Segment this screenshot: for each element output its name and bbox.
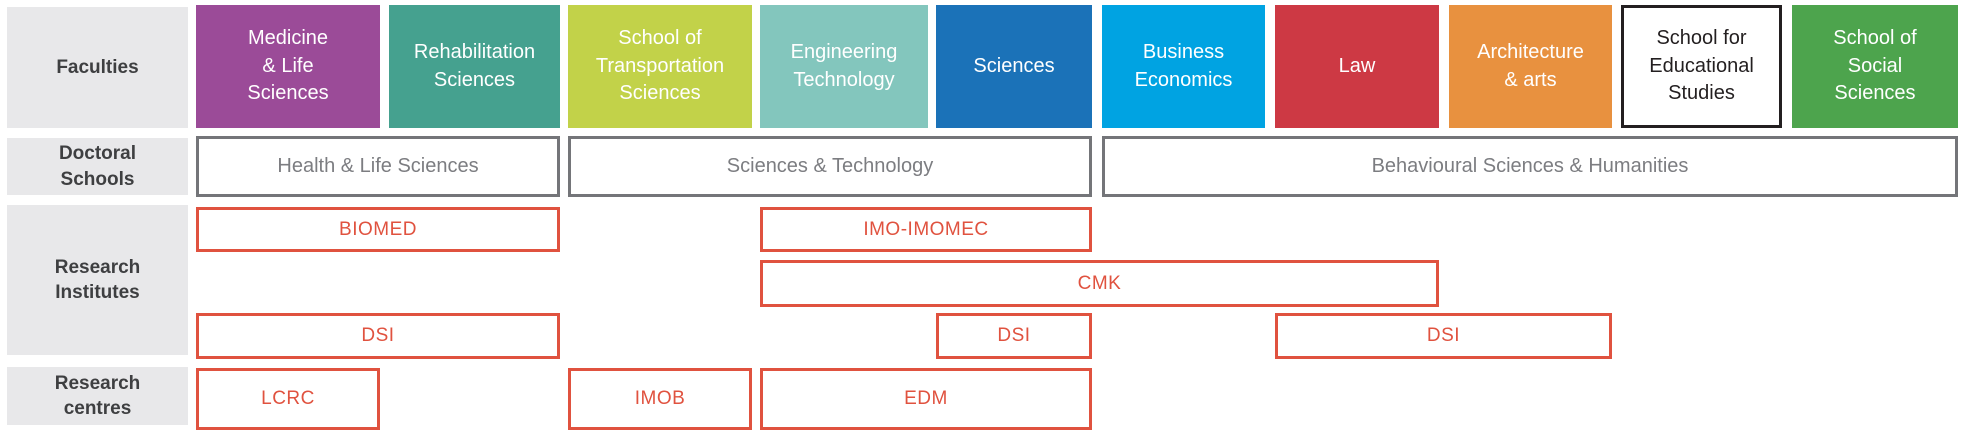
institute-imo-imomec: IMO-IMOMEC bbox=[760, 207, 1092, 252]
faculty-law: Law bbox=[1275, 5, 1439, 128]
doctoral-school-sciences-technology: Sciences & Technology bbox=[568, 136, 1092, 197]
row-label-doctoral-schools: Doctoral Schools bbox=[7, 138, 188, 195]
row-label-research-centres: Research centres bbox=[7, 367, 188, 425]
institute-biomed: BIOMED bbox=[196, 207, 560, 252]
faculty-sciences: Sciences bbox=[936, 5, 1092, 128]
faculty-engineering-technology: Engineering Technology bbox=[760, 5, 928, 128]
doctoral-school-behavioural-sciences-humanities: Behavioural Sciences & Humanities bbox=[1102, 136, 1958, 197]
institute-dsi-1: DSI bbox=[196, 313, 560, 359]
row-label-research-institutes: Research Institutes bbox=[7, 205, 188, 355]
centre-lcrc: LCRC bbox=[196, 368, 380, 430]
faculty-school-for-educational-studies: School for Educational Studies bbox=[1621, 5, 1782, 128]
doctoral-school-health-life-sciences: Health & Life Sciences bbox=[196, 136, 560, 197]
faculty-medicine-life-sciences: Medicine & Life Sciences bbox=[196, 5, 380, 128]
faculty-school-of-transportation-sciences: School of Transportation Sciences bbox=[568, 5, 752, 128]
faculty-school-of-social-sciences: School of Social Sciences bbox=[1792, 5, 1958, 128]
centre-edm: EDM bbox=[760, 368, 1092, 430]
institute-dsi-2: DSI bbox=[936, 313, 1092, 359]
faculty-architecture-arts: Architecture & arts bbox=[1449, 5, 1612, 128]
faculty-rehabilitation-sciences: Rehabilitation Sciences bbox=[389, 5, 560, 128]
centre-imob: IMOB bbox=[568, 368, 752, 430]
institute-dsi-3: DSI bbox=[1275, 313, 1612, 359]
faculty-business-economics: Business Economics bbox=[1102, 5, 1265, 128]
institute-cmk: CMK bbox=[760, 260, 1439, 307]
row-label-faculties: Faculties bbox=[7, 7, 188, 128]
